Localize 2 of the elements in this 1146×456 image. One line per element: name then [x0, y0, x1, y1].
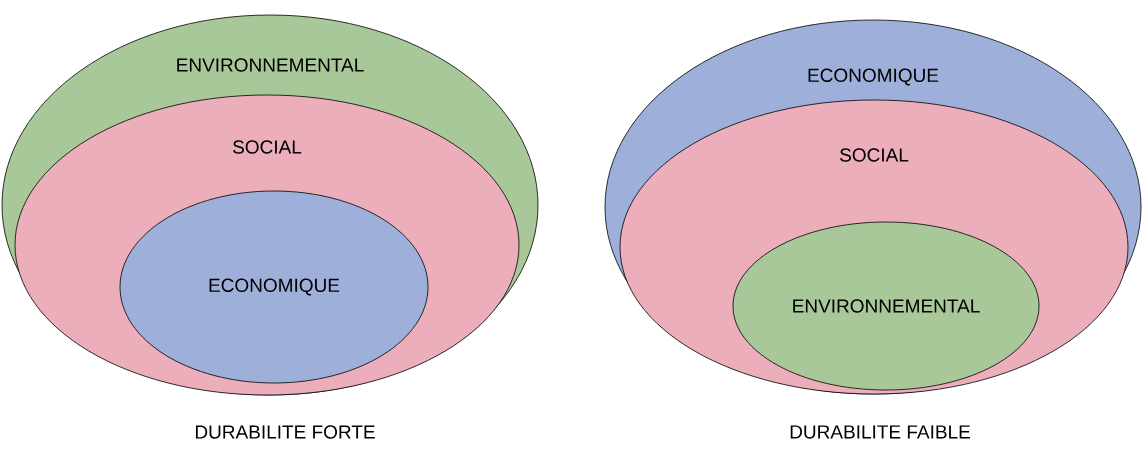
- caption: DURABILITE FORTE: [195, 425, 375, 439]
- caption: DURABILITE FAIBLE: [790, 425, 970, 439]
